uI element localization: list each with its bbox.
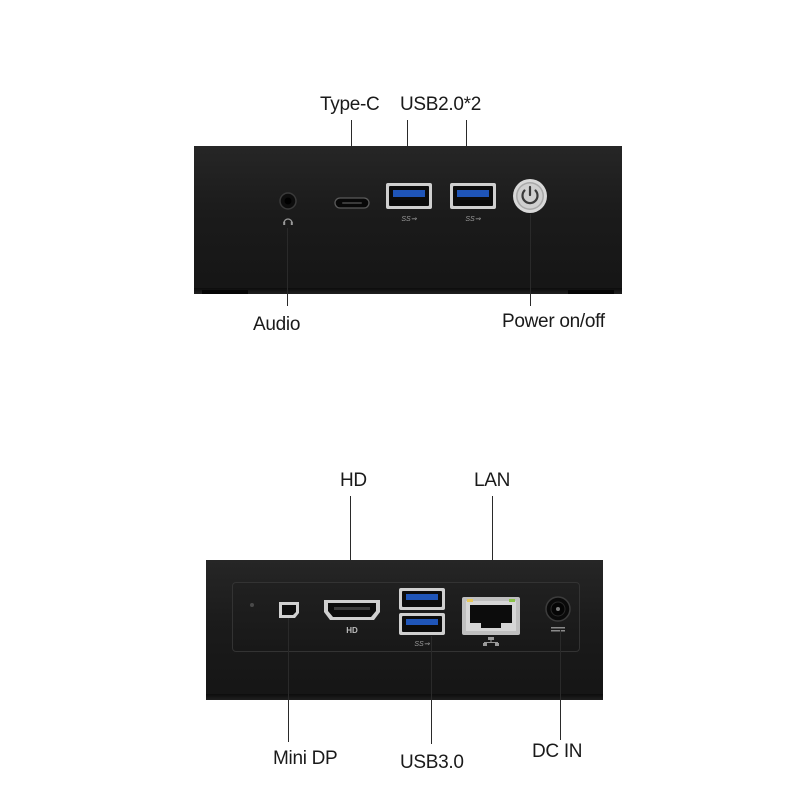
leader-power	[530, 214, 531, 306]
label-usb3: USB3.0	[400, 752, 464, 773]
leader-mini-dp	[288, 618, 289, 742]
svg-text:SS⇝: SS⇝	[414, 641, 430, 648]
label-audio: Audio	[253, 314, 301, 335]
rear-device-bottom-edge	[206, 694, 603, 700]
label-mini-dp: Mini DP	[273, 748, 338, 769]
power-icon	[513, 179, 547, 213]
usb-a-port-icon: SS⇝	[386, 183, 432, 223]
headphone-icon	[283, 218, 293, 225]
front-device-foot-left	[202, 290, 248, 294]
dc-jack-icon	[545, 596, 571, 632]
leader-audio	[287, 228, 288, 306]
svg-text:HD: HD	[346, 626, 358, 635]
indicator-led-icon	[250, 603, 254, 607]
label-dc-in: DC IN	[532, 741, 583, 762]
front-device-bottom-edge	[194, 288, 622, 294]
audio-jack-icon	[279, 192, 297, 225]
leader-hd	[350, 496, 351, 600]
svg-text:SS⇝: SS⇝	[465, 216, 481, 223]
front-device-foot-right	[568, 290, 614, 294]
leader-usb3	[431, 636, 432, 744]
rj45-port-icon	[462, 597, 520, 646]
usb-a-port-icon: SS⇝	[450, 183, 496, 223]
leader-lan	[492, 496, 493, 596]
front-device-body	[194, 146, 622, 294]
label-power: Power on/off	[502, 311, 605, 332]
label-hd: HD	[340, 470, 367, 491]
mini-dp-port-icon	[279, 602, 299, 618]
usb-a-port-icon: SS⇝	[399, 588, 445, 648]
label-lan: LAN	[474, 470, 511, 491]
usb-c-port-icon	[334, 197, 370, 209]
leader-dc-in	[560, 630, 561, 740]
label-usb2: USB2.0*2	[400, 94, 482, 115]
network-icon	[483, 637, 499, 646]
svg-text:SS⇝: SS⇝	[401, 216, 417, 223]
label-type-c: Type-C	[320, 94, 380, 115]
hdmi-port-icon: HD	[324, 600, 380, 635]
